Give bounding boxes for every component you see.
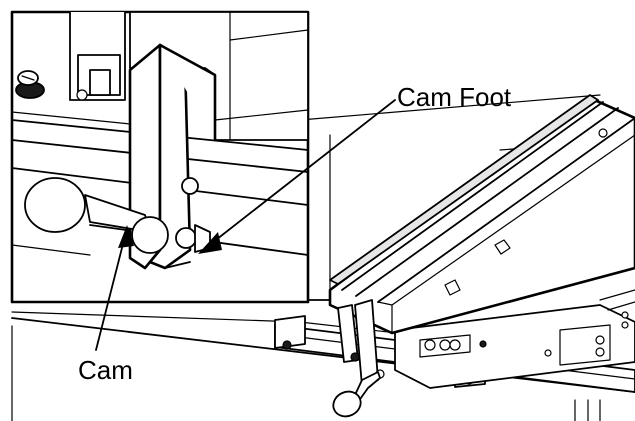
inset-detail-view bbox=[10, 10, 310, 304]
inset-bracket-plates bbox=[128, 43, 217, 270]
fence-body bbox=[328, 94, 635, 335]
arrowhead-icon bbox=[118, 225, 134, 248]
callout-cam-foot: Cam Foot bbox=[198, 82, 512, 254]
inset-hex-bolt-icon bbox=[181, 177, 199, 195]
main-view bbox=[11, 94, 635, 421]
fence-knob-icon bbox=[444, 279, 461, 296]
fence-head-bracket bbox=[337, 299, 385, 387]
fence-screw-icon bbox=[598, 128, 608, 138]
cam-handle-main bbox=[332, 371, 381, 418]
arrowhead-icon bbox=[198, 232, 222, 254]
extension-block bbox=[394, 304, 635, 389]
inset-cam-handle bbox=[24, 177, 169, 254]
inset-fence-extrusion bbox=[69, 11, 309, 141]
inset-bolt-icon bbox=[15, 70, 45, 99]
callout-cam: Cam bbox=[78, 225, 134, 385]
rail-bolt-icon bbox=[282, 340, 292, 350]
fence-knob-icon bbox=[494, 239, 511, 255]
inset-hex-bolt-icon bbox=[175, 227, 197, 249]
label-cam: Cam bbox=[78, 355, 133, 385]
label-cam-foot: Cam Foot bbox=[397, 82, 512, 112]
